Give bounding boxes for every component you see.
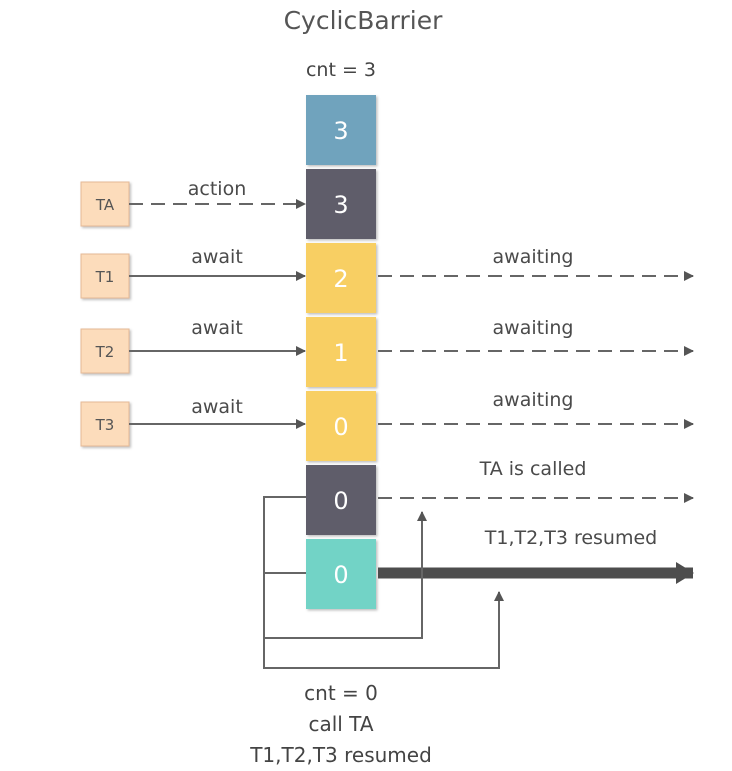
await-label-t3: await (191, 396, 243, 418)
counter-cell-value: 3 (333, 117, 348, 145)
counter-cell: 3 (306, 95, 376, 165)
counter-cell: 0 (306, 391, 376, 461)
counter-cell-value: 1 (333, 339, 348, 367)
awaiting-label-t3: awaiting (493, 389, 574, 411)
counter-cell-box (306, 465, 376, 535)
counter-cell-box (306, 169, 376, 239)
counter-cell-value: 2 (333, 265, 348, 293)
counter-cell-box (306, 391, 376, 461)
action-label: action (188, 178, 246, 200)
thread-name: T2 (95, 343, 115, 361)
counter-cell: 0 (306, 539, 376, 609)
thread-name: T1 (95, 268, 115, 286)
counter-cell: 1 (306, 317, 376, 387)
counter-stack: 3 3 2 1 0 0 0 (306, 95, 376, 609)
thread-box (80, 401, 130, 447)
footer-call-ta: call TA (308, 712, 373, 736)
thread-box (80, 328, 130, 374)
thread-t3: T3 (80, 401, 130, 447)
resumed-label: T1,T2,T3 resumed (484, 527, 657, 549)
thread-ta: TA (80, 181, 130, 227)
counter-cell-value: 0 (333, 561, 348, 589)
counter-cell-box (306, 539, 376, 609)
counter-cell-box (306, 317, 376, 387)
resume-connector (263, 572, 504, 669)
counter-cell-value: 0 (333, 487, 348, 515)
ta-called-label: TA is called (479, 458, 587, 480)
diagram-title: CyclicBarrier (284, 6, 444, 35)
thread-t2: T2 (80, 328, 130, 374)
footer-count: cnt = 0 (304, 681, 378, 705)
thread-name: TA (95, 196, 115, 214)
counter-cell: 3 (306, 169, 376, 239)
footer-resumed: T1,T2,T3 resumed (249, 743, 432, 767)
counter-cell: 2 (306, 243, 376, 313)
counter-cell-value: 0 (333, 413, 348, 441)
counter-cell: 0 (306, 465, 376, 535)
initial-count-label: cnt = 3 (306, 59, 376, 81)
thread-name: T3 (95, 416, 115, 434)
awaiting-label-t2: awaiting (493, 317, 574, 339)
counter-cell-value: 3 (333, 191, 348, 219)
await-label-t2: await (191, 317, 243, 339)
counter-cell-box (306, 243, 376, 313)
counter-cell-box (306, 95, 376, 165)
await-label-t1: await (191, 246, 243, 268)
thread-t1: T1 (80, 253, 130, 299)
awaiting-label-t1: awaiting (493, 246, 574, 268)
